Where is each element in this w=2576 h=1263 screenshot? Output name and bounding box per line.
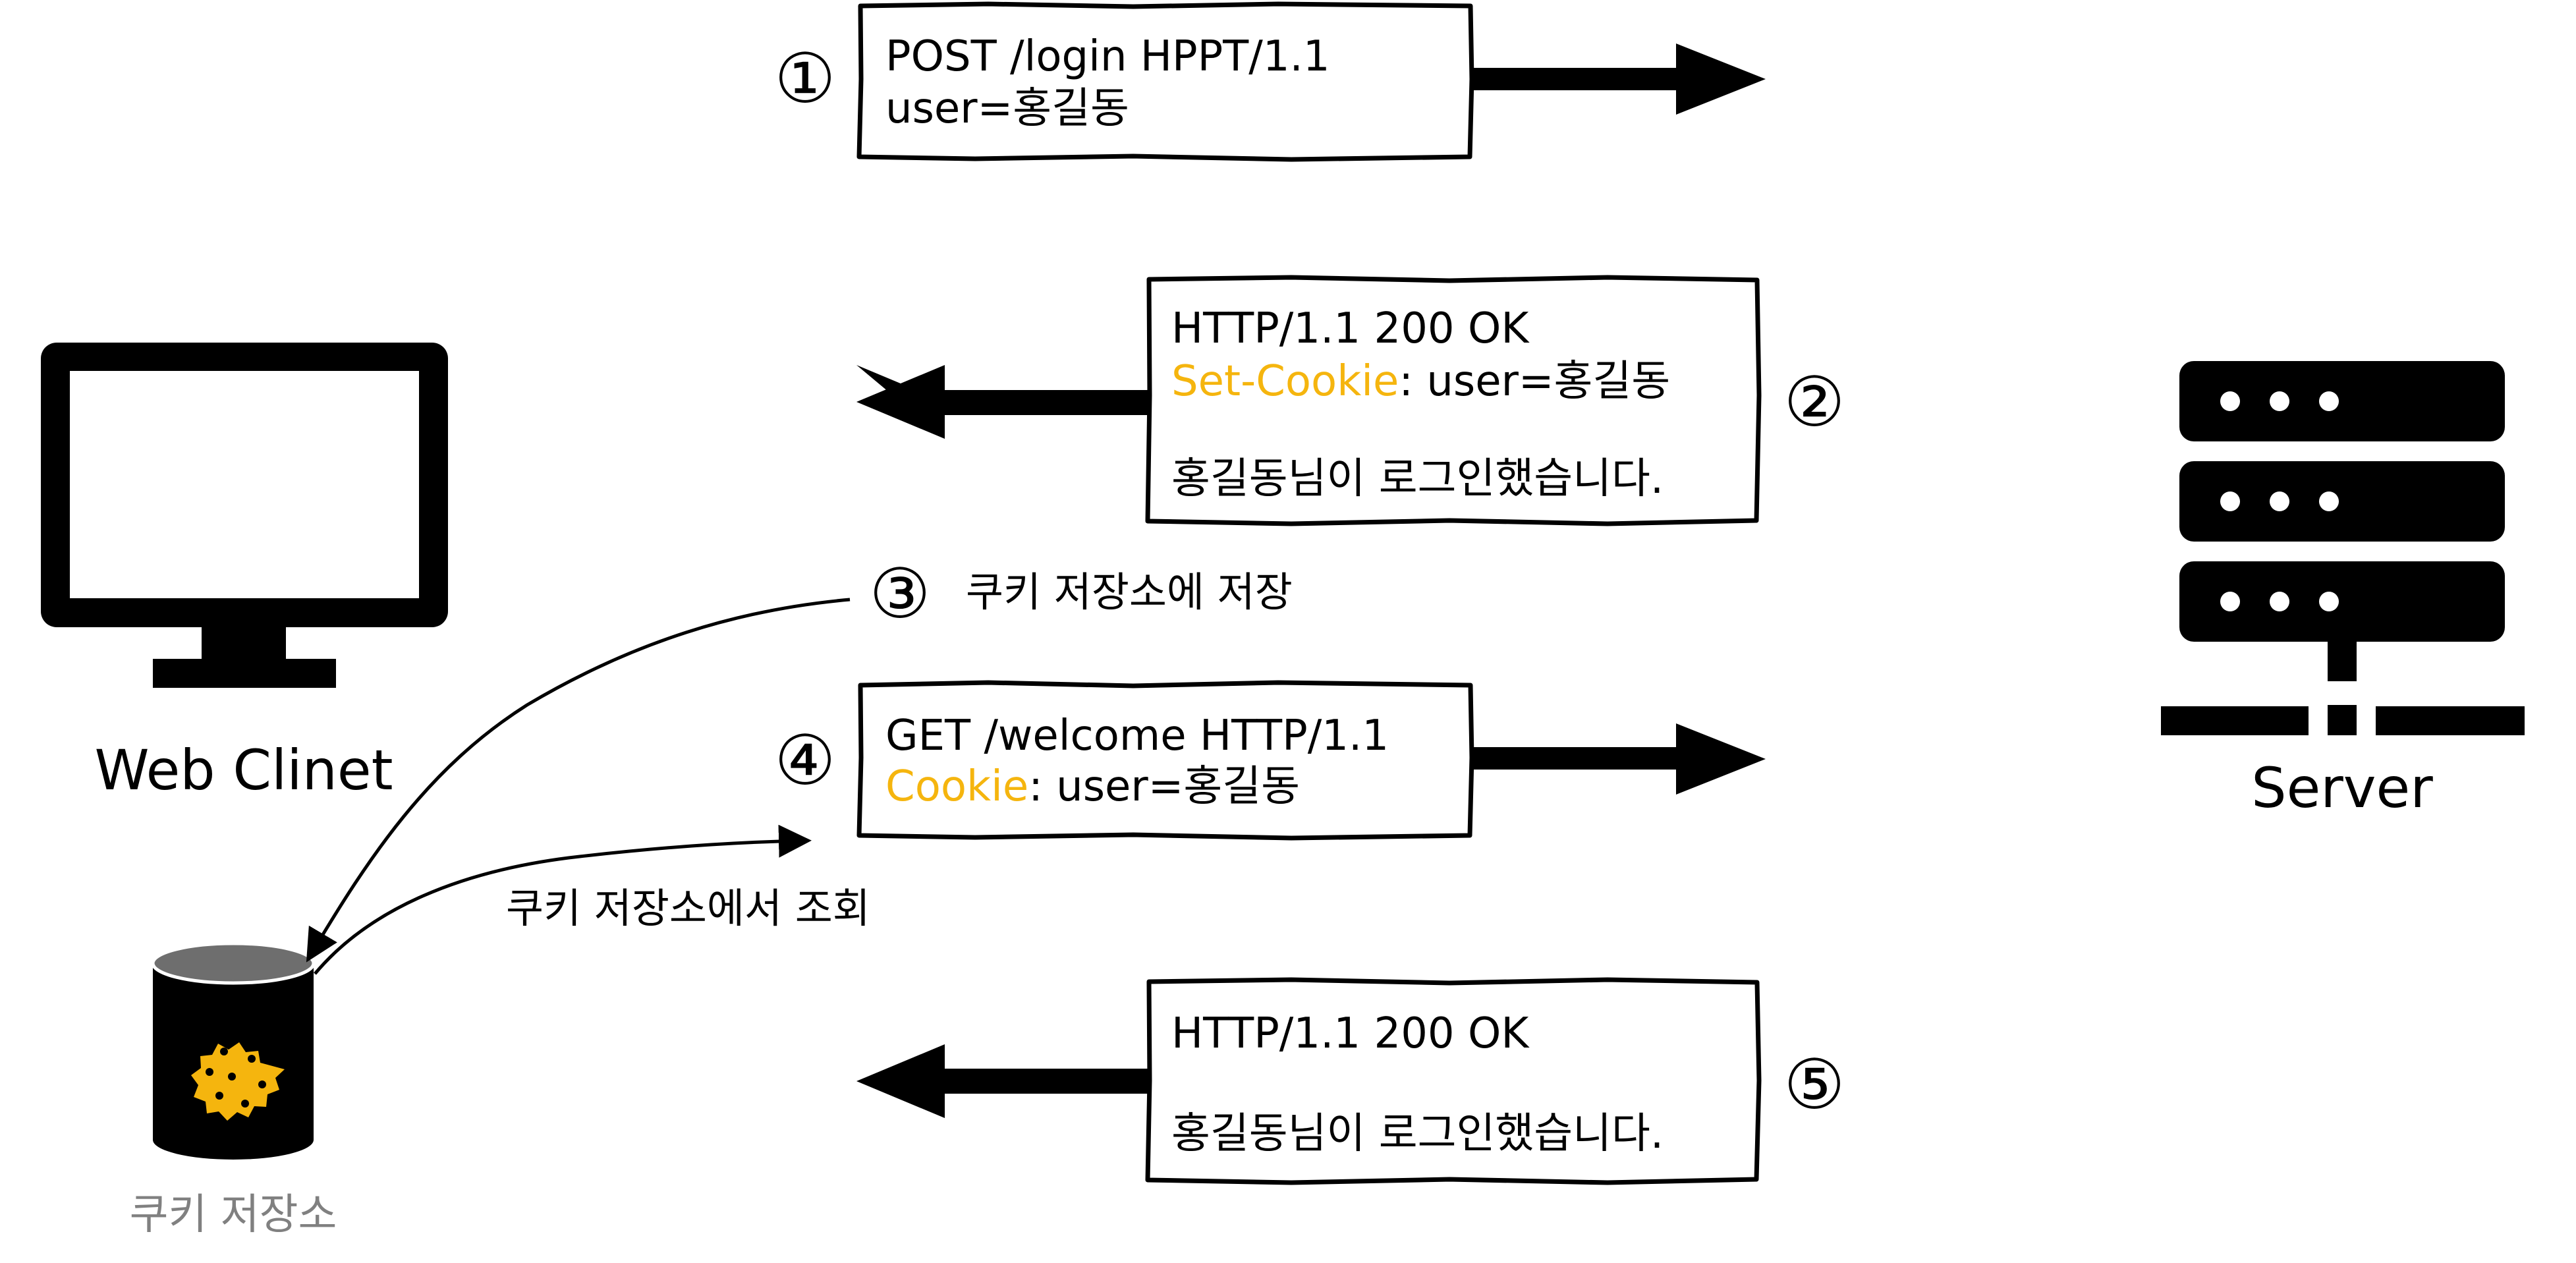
monitor-icon	[41, 343, 448, 688]
step-5-body: 홍길동님이 로그인했습니다.	[1171, 1109, 1664, 1158]
step-3-store: ③ 쿠키 저장소에 저장	[306, 553, 1293, 963]
step-3-text: 쿠키 저장소에 저장	[966, 568, 1293, 616]
step-2-response: HTTP/1.1 200 OK Set-Cookie: user=홍길동 홍길동…	[856, 275, 1845, 526]
storage-label: 쿠키 저장소	[130, 1191, 337, 1239]
step-5-arrow-head	[856, 1044, 945, 1118]
step-5-message-box	[1145, 977, 1762, 1185]
step-5-number: ⑤	[1783, 1044, 1845, 1125]
step-1-request: ① POST /login HPPT/1.1 user=홍길동	[774, 1, 1766, 162]
lookup-text: 쿠키 저장소에서 조회	[506, 884, 870, 932]
step-5-arrow-shaft	[942, 1069, 1149, 1094]
step-2-arrow-shaft	[942, 390, 1149, 415]
step-1-arrow-head	[1676, 43, 1766, 115]
step-2-body: 홍길동님이 로그인했습니다.	[1171, 455, 1664, 503]
step-1-arrow-shaft	[1472, 68, 1683, 90]
step-2-number: ②	[1783, 362, 1845, 442]
cookie-key: Cookie	[885, 762, 1028, 811]
cookie-value: : user=홍길동	[1028, 762, 1300, 811]
step-4-request-line: GET /welcome HTTP/1.1	[885, 712, 1389, 760]
cookie-jar-icon	[151, 941, 316, 1160]
server-label: Server	[2251, 756, 2433, 820]
step-5-status-line: HTTP/1.1 200 OK	[1171, 1009, 1530, 1058]
step-1-message-box	[856, 1, 1474, 162]
lookup-curve-arrow	[314, 824, 812, 975]
step-2-status-line: HTTP/1.1 200 OK	[1171, 304, 1530, 353]
store-curve-arrow	[306, 598, 851, 963]
set-cookie-value: : user=홍길동	[1399, 357, 1670, 406]
step-5-response: HTTP/1.1 200 OK 홍길동님이 로그인했습니다. ⑤	[856, 977, 1845, 1185]
step-2-header-line: Set-Cookie: user=홍길동	[1171, 357, 1670, 406]
step-1-number: ①	[774, 38, 835, 119]
step-4-header-line: Cookie: user=홍길동	[885, 762, 1300, 811]
set-cookie-key: Set-Cookie	[1171, 357, 1399, 406]
lookup-from-storage: 쿠키 저장소에서 조회	[314, 824, 870, 975]
client-label: Web Clinet	[94, 738, 393, 802]
server-rack-icon	[2161, 361, 2525, 735]
step-4-request: ④ GET /welcome HTTP/1.1 Cookie: user=홍길동	[774, 680, 1766, 841]
step-3-number: ③	[869, 553, 930, 634]
step-1-body: user=홍길동	[885, 84, 1129, 133]
step-4-arrow-shaft	[1472, 747, 1683, 770]
step-4-message-box	[856, 680, 1474, 841]
step-1-request-line: POST /login HPPT/1.1	[885, 32, 1330, 81]
step-4-number: ④	[774, 720, 835, 800]
step-2-message-box	[1145, 275, 1762, 526]
cookie-icon	[191, 1042, 285, 1121]
step-4-arrow-head	[1676, 723, 1766, 795]
